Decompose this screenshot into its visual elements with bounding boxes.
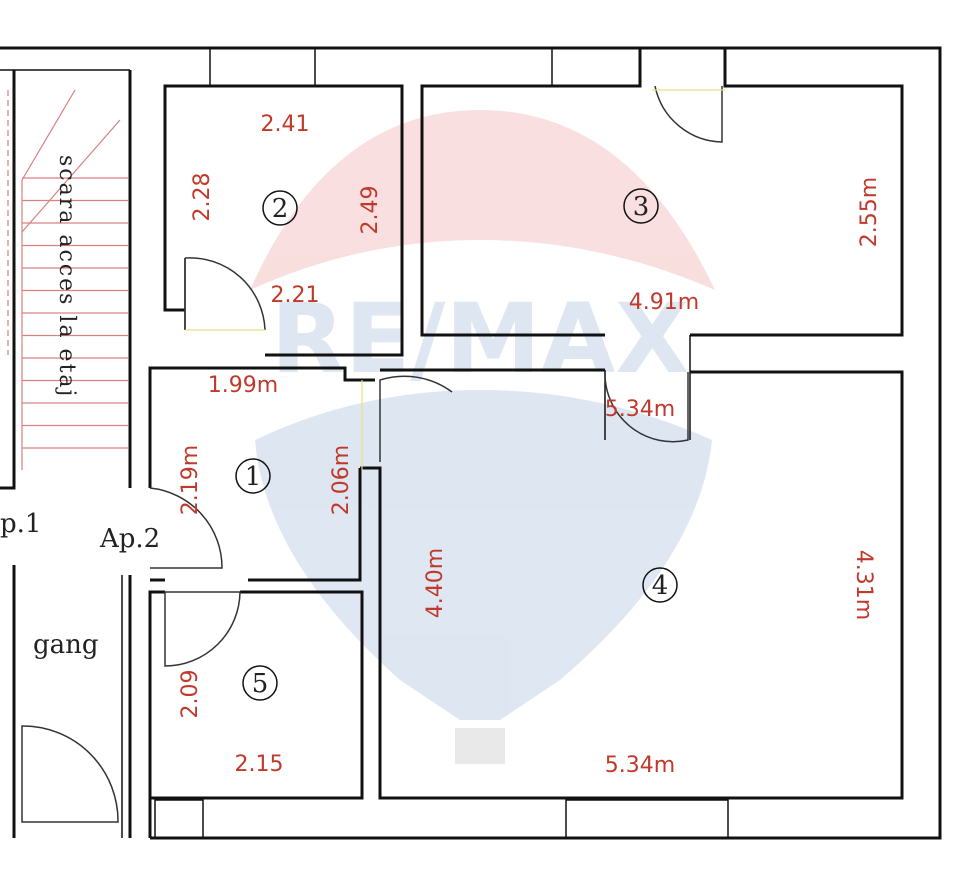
door-room-5 <box>164 591 241 667</box>
svg-text:5: 5 <box>252 669 269 699</box>
svg-text:4: 4 <box>652 571 669 601</box>
door-gang <box>21 725 119 823</box>
remax-watermark: RE/MAX <box>250 110 715 764</box>
balloon-red-top <box>250 110 715 290</box>
dim-room-3-bottom: 4.91m <box>629 290 699 315</box>
room-2-walls <box>163 84 404 357</box>
room-5-walls <box>148 590 165 838</box>
room-1-walls <box>148 366 375 488</box>
room-4-walls <box>360 370 904 800</box>
area-labels: scara acces la etaj p.1 Ap.2 gang <box>0 155 160 660</box>
window-top-room2 <box>209 47 316 87</box>
label-gang: gang <box>33 630 99 660</box>
room-number-3: 3 <box>623 188 659 224</box>
dim-room-5-bottom: 2.15 <box>235 752 284 777</box>
outer-wall-top <box>0 46 942 840</box>
room-number-5: 5 <box>242 665 278 701</box>
dim-room-1-right: 2.06m <box>329 445 354 515</box>
balloon-blue-body <box>255 390 712 720</box>
svg-text:3: 3 <box>633 192 650 222</box>
stair-diag-2 <box>21 119 121 233</box>
window-bottom-room5 <box>154 799 204 839</box>
door-room-4-top <box>604 371 689 443</box>
stairwell-walls <box>0 70 16 490</box>
dim-room-2-left: 2.28 <box>190 173 215 222</box>
door-room-1-left <box>149 487 223 569</box>
room-numbers: 1 2 3 4 5 <box>235 188 678 701</box>
label-ap1: p.1 <box>0 509 41 539</box>
dim-room-4-top: 5.34m <box>605 397 675 422</box>
door-room-1-right <box>379 375 453 462</box>
dimensions: 1.99m 2.19m 2.06m 2.41 2.28 2.49 2.21 2.… <box>178 112 882 778</box>
door-room-3 <box>654 85 723 143</box>
label-ap2: Ap.2 <box>99 524 160 554</box>
dim-room-4-left: 4.40m <box>423 548 448 618</box>
window-top-room3 <box>551 47 641 87</box>
dim-room-3-right: 2.55m <box>857 177 882 247</box>
stair-steps <box>22 177 128 449</box>
room-number-1: 1 <box>235 458 271 494</box>
dim-room-5-left: 2.09 <box>178 670 203 719</box>
balloon-basket <box>455 728 505 764</box>
dim-room-2-top: 2.41 <box>261 112 310 137</box>
staircase <box>7 89 128 470</box>
room-number-2: 2 <box>262 190 298 226</box>
dim-room-1-top: 1.99m <box>208 373 278 398</box>
dim-room-2-right: 2.49 <box>358 186 383 235</box>
door-room-2 <box>184 257 266 331</box>
svg-text:2: 2 <box>272 194 289 224</box>
window-bottom-room4 <box>565 799 729 839</box>
dim-room-4-bottom: 5.34m <box>605 753 675 778</box>
watermark-text: RE/MAX <box>271 283 689 395</box>
room-3-walls <box>420 48 642 337</box>
room-1-walls-right <box>248 468 362 582</box>
room-number-4: 4 <box>642 567 678 603</box>
doors <box>21 85 725 823</box>
dim-room-1-left: 2.19m <box>178 445 203 515</box>
room-3-walls-right <box>690 48 904 337</box>
svg-text:1: 1 <box>245 462 262 492</box>
room-5-walls-right <box>150 590 364 800</box>
stair-label: scara acces la etaj <box>54 155 79 398</box>
dim-room-4-right: 4.31m <box>851 550 876 620</box>
dim-room-2-bottom: 2.21 <box>271 283 320 308</box>
stair-diag-1 <box>21 89 76 181</box>
